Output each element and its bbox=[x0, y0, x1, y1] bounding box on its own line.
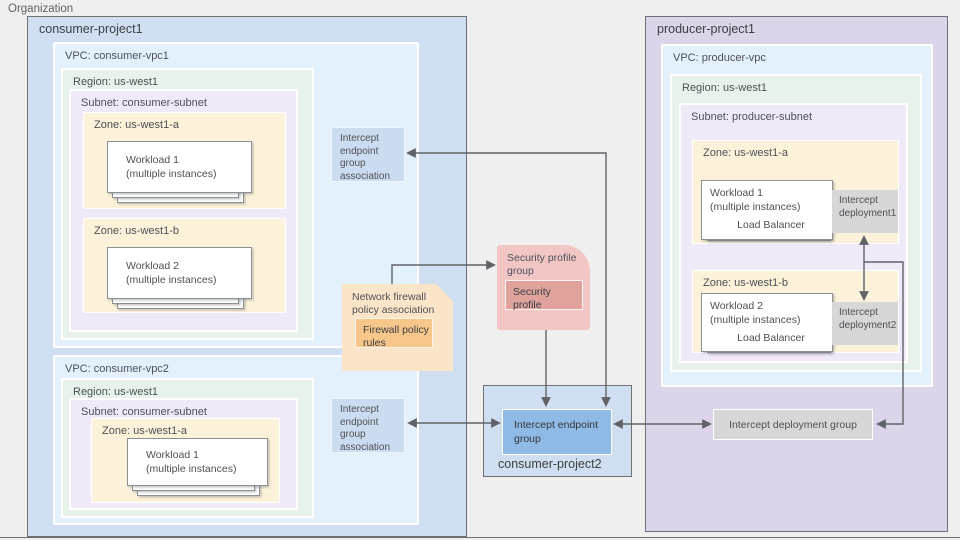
consumer-vpc2-subnet-label: Subnet: consumer-subnet bbox=[81, 406, 207, 418]
workload-subtext: (multiple instances) bbox=[126, 168, 217, 180]
deployment-label-line: Intercept bbox=[839, 195, 878, 206]
security-group-label-line: Security profile bbox=[507, 252, 577, 264]
firewall-association-label-line: Network firewall bbox=[352, 291, 427, 303]
intercept-endpoint-group-box: Intercept endpoint group bbox=[502, 409, 612, 455]
security-profile-label-line: Security bbox=[513, 286, 551, 298]
deployment-label-line: Intercept bbox=[839, 307, 878, 318]
workload-1-stack-vpc2: Workload 1 (multiple instances) bbox=[127, 438, 268, 496]
association-label-line: group bbox=[340, 429, 366, 440]
association-label-line: association bbox=[340, 441, 391, 453]
producer-region-label: Region: us-west1 bbox=[682, 82, 767, 94]
workload-2-stack-vpc1: Workload 2 (multiple instances) bbox=[107, 247, 252, 309]
consumer-vpc2-region-label: Region: us-west1 bbox=[73, 386, 158, 398]
deployment-label-line: deployment1 bbox=[839, 207, 897, 219]
workload-card-front: Workload 1 (multiple instances) bbox=[107, 141, 252, 193]
workload-1-stack-vpc1: Workload 1 (multiple instances) bbox=[107, 141, 252, 203]
firewall-rules-label-line: rules bbox=[363, 337, 386, 349]
organization-label: Organization bbox=[8, 3, 74, 15]
intercept-endpoint-group-association-top: Intercept endpoint group association bbox=[331, 127, 405, 182]
workload-2-stack-producer: Workload 2 (multiple instances) Load Bal… bbox=[701, 293, 833, 353]
association-label-line: Intercept bbox=[340, 404, 379, 415]
consumer-vpc1-subnet-label: Subnet: consumer-subnet bbox=[81, 97, 207, 109]
workload-name: Workload 2 bbox=[126, 260, 179, 272]
consumer-project1-label: consumer-project1 bbox=[39, 22, 143, 36]
load-balancer-label: Load Balancer bbox=[737, 219, 805, 231]
workload-subtext: (multiple instances) bbox=[710, 314, 801, 326]
producer-zone-a-label: Zone: us-west1-a bbox=[703, 147, 788, 159]
association-label-line: endpoint bbox=[340, 145, 379, 157]
endpoint-group-label-line: group bbox=[514, 433, 541, 445]
association-label-line: association bbox=[340, 170, 391, 182]
workload-card-front: Workload 2 (multiple instances) Load Bal… bbox=[701, 293, 833, 352]
intercept-endpoint-group-association-bottom: Intercept endpoint group association bbox=[331, 398, 405, 453]
workload-name: Workload 2 bbox=[710, 300, 763, 312]
workload-card-front: Workload 1 (multiple instances) bbox=[127, 438, 268, 486]
producer-vpc-label: VPC: producer-vpc bbox=[673, 52, 766, 64]
workload-card-front: Workload 1 (multiple instances) Load Bal… bbox=[701, 180, 833, 240]
intercept-deployment-group-box: Intercept deployment group bbox=[713, 409, 873, 440]
intercept-deployment2-box: Intercept deployment2 bbox=[832, 302, 898, 345]
workload-subtext: (multiple instances) bbox=[126, 274, 217, 286]
deployment-group-label: Intercept deployment group bbox=[729, 418, 857, 431]
firewall-association-label-line: policy association bbox=[352, 304, 435, 316]
firewall-policy-rules-box: Firewall policy rules bbox=[355, 318, 433, 349]
consumer-vpc1-label: VPC: consumer-vpc1 bbox=[65, 50, 169, 62]
consumer-vpc2-label: VPC: consumer-vpc2 bbox=[65, 363, 169, 375]
deployment-label-line: deployment2 bbox=[839, 319, 897, 331]
workload-name: Workload 1 bbox=[126, 154, 179, 166]
endpoint-group-label-line: Intercept endpoint bbox=[514, 419, 599, 431]
workload-subtext: (multiple instances) bbox=[146, 463, 237, 475]
producer-zone-b-label: Zone: us-west1-b bbox=[703, 277, 788, 289]
workload-1-stack-producer: Workload 1 (multiple instances) Load Bal… bbox=[701, 180, 833, 241]
producer-subnet-label: Subnet: producer-subnet bbox=[691, 111, 813, 123]
intercept-deployment1-box: Intercept deployment1 bbox=[832, 190, 898, 233]
security-profile-label-line: profile bbox=[513, 299, 542, 311]
association-label-line: Intercept bbox=[340, 133, 379, 144]
workload-subtext: (multiple instances) bbox=[710, 201, 801, 213]
load-balancer-label: Load Balancer bbox=[737, 332, 805, 344]
consumer-vpc1-zone-a-label: Zone: us-west1-a bbox=[94, 119, 179, 131]
workload-name: Workload 1 bbox=[146, 449, 199, 461]
workload-card-front: Workload 2 (multiple instances) bbox=[107, 247, 252, 299]
association-label-line: group bbox=[340, 158, 366, 169]
producer-project1-label: producer-project1 bbox=[657, 22, 755, 36]
consumer-vpc1-zone-b-label: Zone: us-west1-b bbox=[94, 225, 179, 237]
workload-name: Workload 1 bbox=[710, 187, 763, 199]
security-profile-box: Security profile bbox=[505, 280, 583, 311]
organization-border-bottom bbox=[0, 537, 960, 538]
security-group-label-line: group bbox=[507, 265, 534, 277]
consumer-vpc1-region-label: Region: us-west1 bbox=[73, 76, 158, 88]
association-label-line: endpoint bbox=[340, 416, 379, 428]
firewall-rules-label-line: Firewall policy bbox=[363, 324, 429, 336]
consumer-project2-label: consumer-project2 bbox=[498, 457, 602, 471]
consumer-vpc2-zone-a-label: Zone: us-west1-a bbox=[102, 425, 187, 437]
